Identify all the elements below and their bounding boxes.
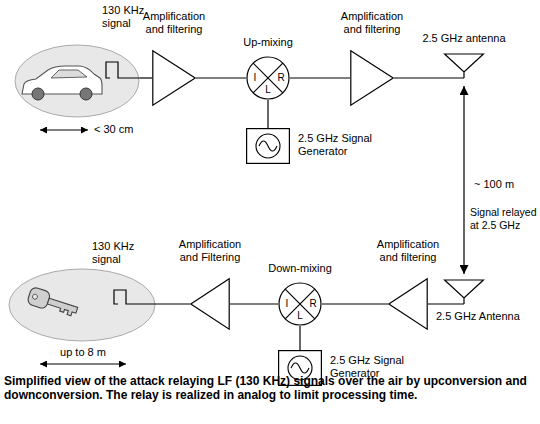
port-letter: I bbox=[248, 72, 262, 84]
car-illustration bbox=[22, 66, 102, 100]
car-window bbox=[51, 70, 87, 78]
dimension-arrow bbox=[40, 363, 126, 364]
port-letter: R bbox=[306, 298, 320, 310]
signal-wire bbox=[230, 303, 278, 304]
node-shape bbox=[246, 128, 290, 164]
key-head bbox=[27, 286, 52, 309]
key-illustration bbox=[27, 286, 80, 319]
generator-label: 2.5 GHz Signal Generator bbox=[298, 132, 378, 158]
sine-wave bbox=[291, 363, 309, 373]
amplifier-triangle: Amplification and Filtering bbox=[190, 278, 230, 330]
signal-label: 130 KHz signal bbox=[102, 4, 150, 30]
loop-antenna bbox=[106, 62, 140, 78]
range-ellipse bbox=[9, 269, 155, 341]
mixer-label: Up-mixing bbox=[226, 36, 310, 49]
amplifier-triangle: Amplification and filtering bbox=[152, 50, 196, 106]
car-zone: 130 KHz signal bbox=[14, 44, 140, 118]
range-ellipse bbox=[15, 45, 139, 117]
signal-wire bbox=[196, 77, 246, 78]
port-letter: I bbox=[280, 298, 294, 310]
signal-label: 130 KHz signal bbox=[92, 240, 142, 266]
antenna-symbol: 2.5 GHz antenna bbox=[444, 52, 484, 78]
dimension-label: < 30 cm bbox=[94, 123, 154, 136]
amplifier-label: Amplification and filtering bbox=[370, 238, 446, 264]
signal-wire bbox=[299, 326, 300, 350]
amplifier-label: Amplification and Filtering bbox=[172, 238, 248, 264]
amplifier-triangle: Amplification and filtering bbox=[350, 50, 394, 106]
antenna-outline bbox=[445, 54, 484, 78]
mixer-circle: Down-mixingIRL bbox=[278, 282, 322, 326]
signal-wire bbox=[322, 303, 388, 304]
amplifier-outline bbox=[389, 279, 427, 329]
port-letter: L bbox=[293, 310, 307, 322]
dimension-label: up to 8 m bbox=[40, 346, 126, 359]
antenna-outline bbox=[445, 280, 484, 304]
node-shape bbox=[8, 268, 156, 342]
amplifier-outline bbox=[351, 51, 393, 105]
node-shape bbox=[444, 278, 484, 304]
amplifier-outline bbox=[191, 279, 229, 329]
dimension-arrow bbox=[40, 129, 88, 130]
node-shape bbox=[14, 44, 140, 118]
signal-generator: 2.5 GHz Signal Generator bbox=[246, 128, 290, 164]
key-hole bbox=[32, 294, 38, 300]
port-letter: L bbox=[261, 84, 275, 96]
node-shape bbox=[152, 50, 196, 106]
amplifier-outline bbox=[153, 51, 195, 105]
mixer-outline bbox=[247, 57, 289, 99]
node-shape bbox=[444, 52, 484, 78]
port-letter: R bbox=[274, 72, 288, 84]
signal-wire bbox=[140, 77, 152, 78]
antenna-label: 2.5 GHz antenna bbox=[414, 32, 514, 45]
node-shape bbox=[388, 278, 428, 330]
car-wheel bbox=[80, 88, 92, 100]
loop-antenna bbox=[114, 290, 156, 304]
car-wheel bbox=[32, 88, 44, 100]
amplifier-label: Amplification and filtering bbox=[136, 10, 212, 36]
signal-wire bbox=[428, 303, 464, 304]
generator-box bbox=[247, 129, 290, 164]
sine-wave bbox=[259, 141, 277, 151]
signal-wire bbox=[290, 77, 350, 78]
key-blade bbox=[46, 298, 78, 317]
antenna-symbol: 2.5 GHz Antenna bbox=[444, 278, 484, 304]
figure-caption: Simplified view of the attack relaying L… bbox=[4, 374, 536, 402]
antenna-label: 2.5 GHz Antenna bbox=[436, 310, 536, 323]
relay-note: Signal relayed at 2.5 GHz bbox=[470, 206, 538, 232]
node-shape bbox=[350, 50, 394, 106]
signal-wire bbox=[394, 77, 464, 78]
source-circle bbox=[256, 134, 280, 158]
signal-wire bbox=[267, 100, 268, 128]
node-shape bbox=[190, 278, 230, 330]
mixer-circle: Up-mixingIRL bbox=[246, 56, 290, 100]
distance-label: ~ 100 m bbox=[472, 178, 516, 191]
relay-arrow bbox=[463, 86, 464, 274]
mixer-outline bbox=[279, 283, 321, 325]
mixer-label: Down-mixing bbox=[256, 262, 344, 275]
amplifier-triangle: Amplification and filtering bbox=[388, 278, 428, 330]
key-zone: 130 KHz signal bbox=[8, 268, 156, 342]
amplifier-label: Amplification and filtering bbox=[334, 10, 410, 36]
signal-wire bbox=[156, 303, 190, 304]
